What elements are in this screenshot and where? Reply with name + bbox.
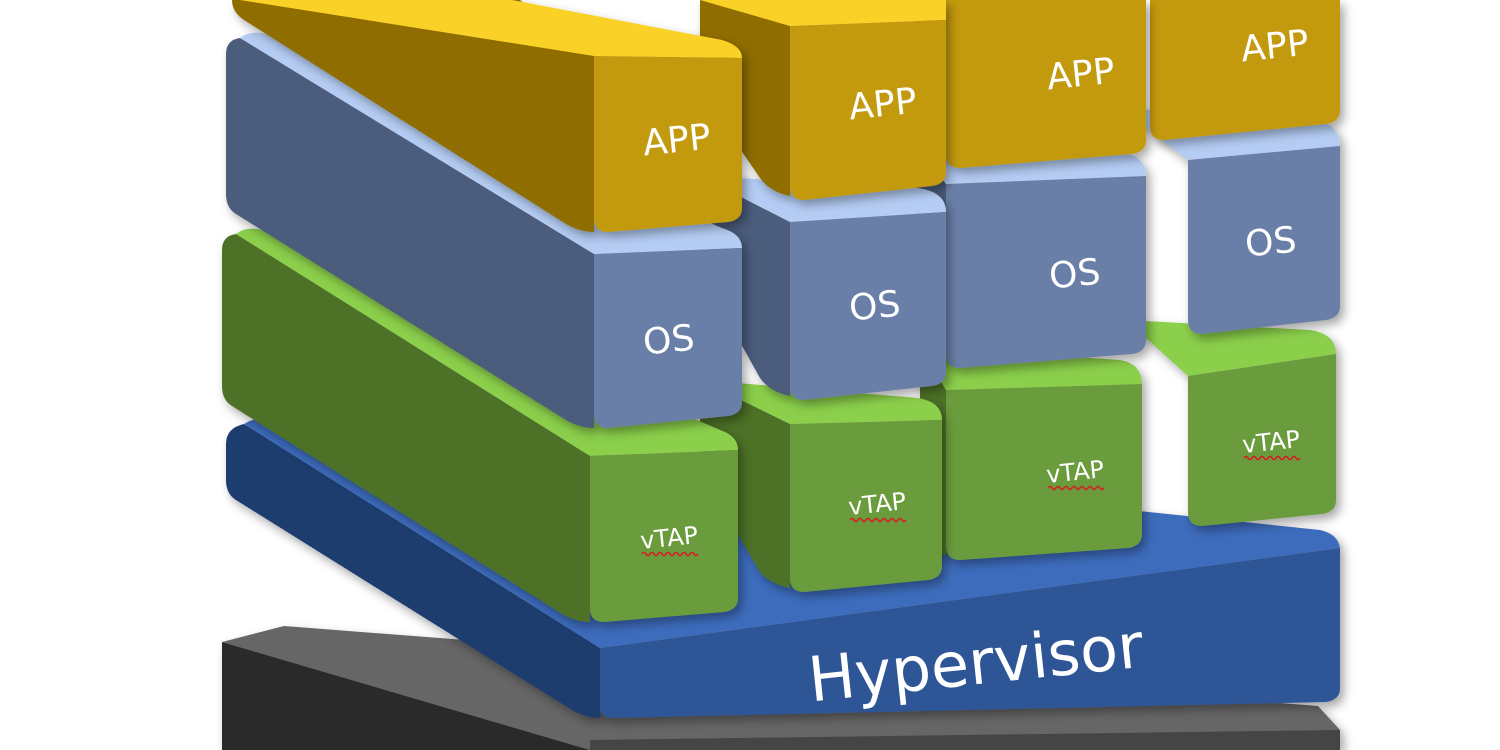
os-label-4: OS: [1243, 220, 1298, 266]
vm-stack-1: vTAP OS APP: [222, 0, 742, 622]
os-label-2: OS: [847, 284, 902, 330]
os-block-1-side: [226, 38, 594, 428]
vtap-block-1-side: [222, 234, 590, 622]
os-label-1: OS: [641, 318, 696, 364]
os-block-4-front: [1188, 146, 1340, 334]
os-block-1-front: [594, 248, 742, 428]
app-block-4-front: [1150, 0, 1340, 140]
vtap-label-2: vTAP: [847, 487, 908, 521]
vtap-block-2-top: [700, 380, 942, 424]
vtap-label-4: vTAP: [1241, 425, 1302, 459]
os-block-3: OS: [914, 140, 1146, 368]
app-block-3-front: [946, 0, 1146, 168]
os-block-4: OS: [1120, 108, 1340, 334]
vtap-block-3: vTAP: [920, 346, 1142, 560]
hypervisor-layer-side: [226, 424, 600, 718]
vtap-block-1-front: [590, 450, 738, 622]
os-block-2-front: [790, 212, 946, 400]
app-block-1-front: [594, 56, 742, 232]
vtap-block-4-front: [1188, 354, 1336, 526]
app-label-1: APP: [641, 117, 713, 165]
app-block-1: APP: [232, 0, 742, 232]
vtap-block-4: vTAP: [1126, 320, 1336, 526]
app-block-4: APP: [1150, 0, 1340, 140]
vm-stack-4: vTAP OS APP: [1120, 0, 1340, 526]
vm-stack-3: vTAP OS APP: [914, 0, 1146, 560]
app-block-1-top: [240, 0, 742, 58]
vtap-label-1: vTAP: [639, 521, 700, 555]
hardware-layer-side: [222, 642, 590, 750]
vtap-block-4-top: [1126, 320, 1336, 376]
app-label-2: APP: [847, 81, 919, 129]
vtap-label-3: vTAP: [1045, 455, 1106, 489]
app-block-1-side: [232, 0, 594, 232]
app-label-4: APP: [1239, 23, 1311, 71]
os-label-3: OS: [1047, 252, 1102, 298]
hypervisor-layer-front: [600, 548, 1340, 718]
spellcheck-squiggle-2: [849, 517, 907, 523]
os-block-3-front: [946, 176, 1146, 368]
app-block-3: APP: [916, 0, 1146, 168]
vtap-block-2-front: [790, 420, 942, 592]
app-block-2-front: [790, 20, 946, 200]
vtap-block-3-front: [946, 384, 1142, 560]
spellcheck-squiggle-3: [1047, 485, 1105, 491]
hardware-layer-front: [590, 730, 1340, 750]
spellcheck-squiggle-1: [641, 551, 699, 557]
spellcheck-squiggle-4: [1243, 455, 1301, 461]
app-block-2-top: [700, 0, 946, 26]
app-label-3: APP: [1045, 51, 1117, 99]
